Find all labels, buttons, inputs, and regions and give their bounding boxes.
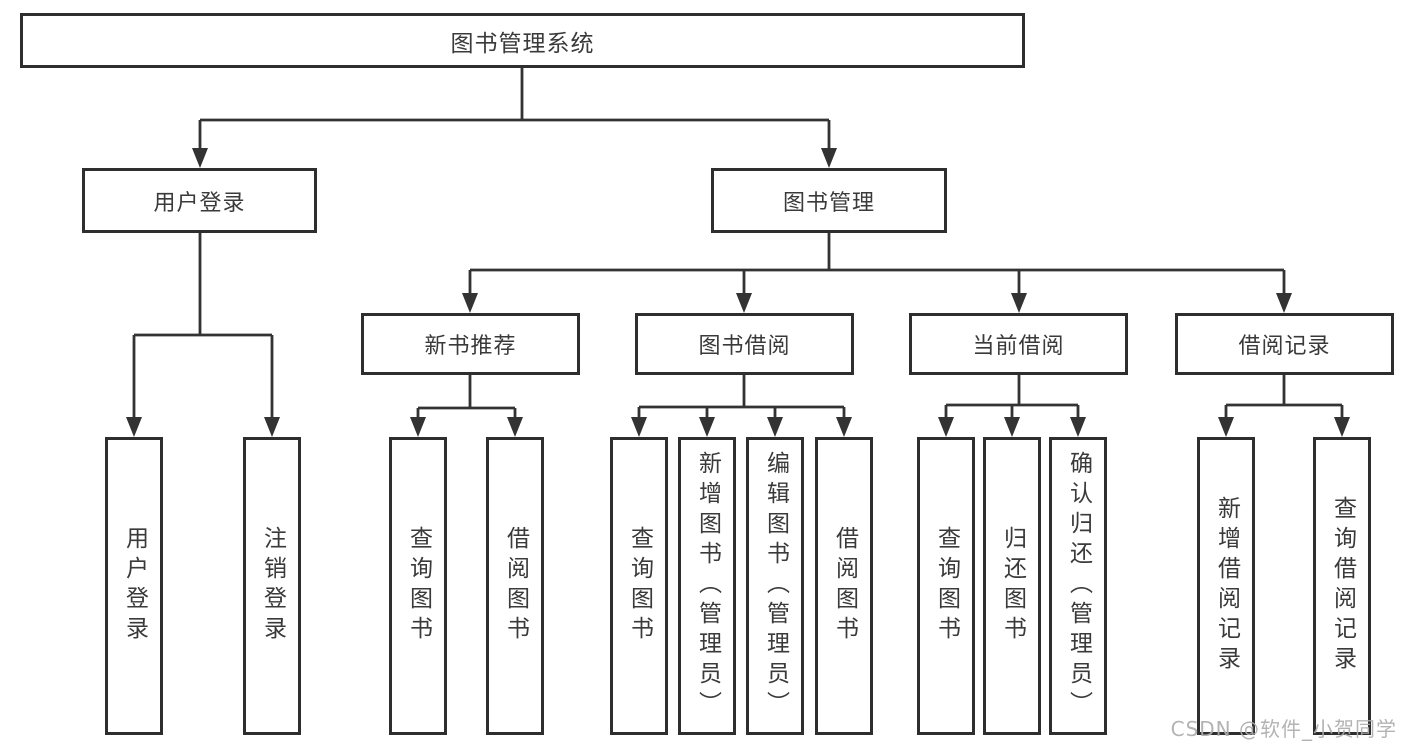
csdn-watermark: CSDN @软件_小贺同学 <box>1170 717 1397 741</box>
leaf-add-books-admin-label: 新增图书（管理员） <box>694 451 721 721</box>
node-borrowing-records: 借阅记录 <box>1175 313 1394 375</box>
node-new-book-recommend-label: 新书推荐 <box>424 334 517 359</box>
leaf-borrowing-borrow-books-label: 借阅图书 <box>831 526 858 646</box>
node-book-borrowing: 图书借阅 <box>635 313 854 375</box>
leaf-query-borrow-record: 查询借阅记录 <box>1313 437 1371 735</box>
node-user-login-label: 用户登录 <box>153 190 246 216</box>
leaf-confirm-return-admin-label: 确认归还（管理员） <box>1065 451 1092 721</box>
node-borrowing-records-label: 借阅记录 <box>1238 334 1331 359</box>
leaf-borrowing-borrow-books: 借阅图书 <box>815 437 873 735</box>
node-book-borrowing-label: 图书借阅 <box>698 334 791 359</box>
node-library-system: 图书管理系统 <box>20 13 1025 68</box>
leaf-user-login: 用户登录 <box>105 437 163 735</box>
leaf-add-borrow-record: 新增借阅记录 <box>1197 437 1255 735</box>
leaf-logout: 注销登录 <box>243 437 301 735</box>
leaf-add-books-admin: 新增图书（管理员） <box>678 437 736 735</box>
leaf-edit-books-admin: 编辑图书（管理员） <box>746 437 804 735</box>
leaf-edit-books-admin-label: 编辑图书（管理员） <box>762 451 789 721</box>
leaf-confirm-return-admin: 确认归还（管理员） <box>1049 437 1107 735</box>
leaf-recommend-borrow-books-label: 借阅图书 <box>502 526 529 646</box>
leaf-current-query-books: 查询图书 <box>917 437 975 735</box>
node-current-borrowing-label: 当前借阅 <box>972 334 1065 359</box>
leaf-current-query-books-label: 查询图书 <box>933 526 960 646</box>
node-book-management: 图书管理 <box>711 168 947 233</box>
node-library-system-label: 图书管理系统 <box>450 30 595 57</box>
leaf-add-borrow-record-label: 新增借阅记录 <box>1213 496 1240 676</box>
node-user-login: 用户登录 <box>82 168 317 233</box>
node-new-book-recommend: 新书推荐 <box>361 313 580 375</box>
node-book-management-label: 图书管理 <box>782 190 875 216</box>
leaf-recommend-query-books-label: 查询图书 <box>405 526 432 646</box>
leaf-logout-label: 注销登录 <box>259 526 286 646</box>
leaf-recommend-query-books: 查询图书 <box>389 437 447 735</box>
leaf-borrowing-query-books-label: 查询图书 <box>626 526 653 646</box>
leaf-return-books-label: 归还图书 <box>999 526 1026 646</box>
node-current-borrowing: 当前借阅 <box>909 313 1128 375</box>
leaf-borrowing-query-books: 查询图书 <box>610 437 668 735</box>
leaf-return-books: 归还图书 <box>983 437 1041 735</box>
leaf-query-borrow-record-label: 查询借阅记录 <box>1329 496 1356 676</box>
leaf-user-login-label: 用户登录 <box>121 526 148 646</box>
leaf-recommend-borrow-books: 借阅图书 <box>486 437 544 735</box>
